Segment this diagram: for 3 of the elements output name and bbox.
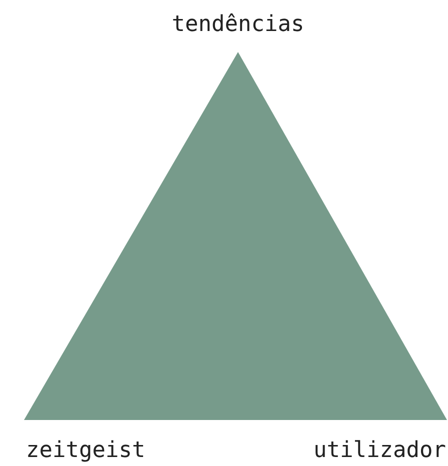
vertex-label: tendências <box>172 12 304 38</box>
vertex-label: utilizador <box>314 438 446 464</box>
vertex-label: zeitgeist <box>26 438 146 464</box>
